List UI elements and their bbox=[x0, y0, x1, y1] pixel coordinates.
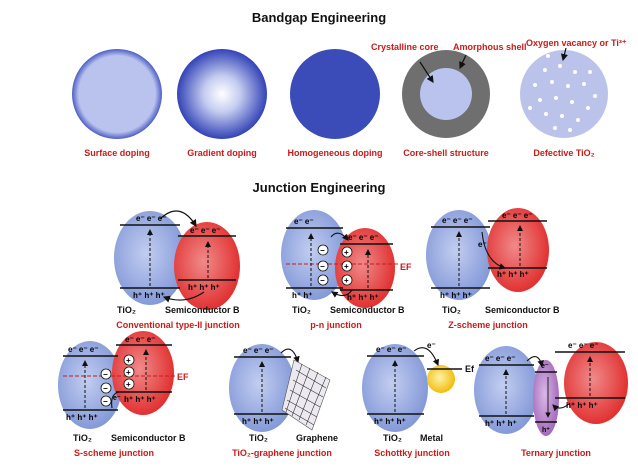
svg-text:e⁻ e⁻ e⁻: e⁻ e⁻ e⁻ bbox=[442, 216, 472, 225]
tio2-graphene-label: TiO₂-graphene junction bbox=[232, 448, 332, 458]
junction-title: Junction Engineering bbox=[252, 180, 386, 195]
s-fermi-label: EF bbox=[177, 372, 189, 382]
svg-text:h⁺ h⁺ h⁺: h⁺ h⁺ h⁺ bbox=[242, 417, 274, 426]
oxygen-vacancy-callout: Oxygen vacancy or Ti³⁺ bbox=[526, 38, 627, 48]
gradient-doping-label: Gradient doping bbox=[187, 148, 257, 158]
svg-text:e⁻: e⁻ bbox=[113, 395, 121, 402]
type-ii-label: Conventional type-II junction bbox=[116, 320, 240, 330]
crystalline-core-callout: Crystalline core bbox=[371, 42, 439, 52]
defective-tio2-circle bbox=[520, 47, 608, 138]
graphene-sheet-icon bbox=[281, 359, 331, 431]
ternary-label: Ternary junction bbox=[521, 448, 591, 458]
svg-text:e⁻: e⁻ bbox=[541, 363, 549, 370]
surface-doping-label: Surface doping bbox=[84, 148, 150, 158]
schottky-right-label: Metal bbox=[420, 433, 444, 443]
svg-text:h⁺ h⁺ h⁺: h⁺ h⁺ h⁺ bbox=[188, 283, 220, 292]
schottky-junction: e⁻ e⁻ e⁻ e⁻ h⁺ h⁺ h⁺ bbox=[362, 341, 462, 432]
type-ii-left-label: TiO₂ bbox=[117, 305, 136, 315]
schottky-fermi-label: Ef bbox=[465, 364, 474, 374]
svg-text:h⁺ h⁺ h⁺: h⁺ h⁺ h⁺ bbox=[440, 291, 472, 300]
svg-text:−: − bbox=[320, 276, 325, 285]
svg-text:h⁺ h⁺ h⁺: h⁺ h⁺ h⁺ bbox=[133, 291, 165, 300]
svg-text:h⁺ h⁺ h⁺: h⁺ h⁺ h⁺ bbox=[66, 413, 98, 422]
svg-text:h⁺ h⁺ h⁺: h⁺ h⁺ h⁺ bbox=[566, 401, 598, 410]
schottky-label: Schottky junction bbox=[374, 448, 450, 458]
pn-label: p-n junction bbox=[310, 320, 362, 330]
svg-text:h⁺ h⁺ h⁺: h⁺ h⁺ h⁺ bbox=[485, 419, 517, 428]
schottky-left-label: TiO₂ bbox=[383, 433, 402, 443]
tio2-graphene-junction: e⁻ e⁻ e⁻ h⁺ h⁺ h⁺ bbox=[229, 344, 331, 432]
gradient-doping-circle bbox=[177, 49, 267, 139]
svg-text:e⁻ e⁻ e⁻: e⁻ e⁻ e⁻ bbox=[190, 226, 220, 235]
svg-text:h⁺ h⁺: h⁺ h⁺ bbox=[292, 291, 312, 300]
z-scheme-junction: e⁻ e⁻ e⁻ e⁻ e⁻ e⁻ e⁻ h⁺ h⁺ h⁺ h⁺ h⁺ h⁺ bbox=[426, 208, 549, 300]
svg-text:e⁻ e⁻ e⁻: e⁻ e⁻ e⁻ bbox=[568, 341, 598, 350]
core-shell-circle bbox=[402, 50, 490, 138]
graphene-left-label: TiO₂ bbox=[249, 433, 268, 443]
svg-text:+: + bbox=[126, 368, 131, 377]
type-ii-right-label: Semiconductor B bbox=[165, 305, 240, 315]
amorphous-shell-callout: Amorphous shell bbox=[453, 42, 527, 52]
svg-text:−: − bbox=[320, 246, 325, 255]
svg-text:e⁻ e⁻ e⁻: e⁻ e⁻ e⁻ bbox=[502, 211, 532, 220]
svg-text:−: − bbox=[320, 262, 325, 271]
homogeneous-doping-label: Homogeneous doping bbox=[287, 148, 383, 158]
pn-junction: − − − + + + e⁻ e⁻ e⁻ e⁻ e⁻ h⁺ h⁺ h⁺ h⁺ h⁺ bbox=[281, 210, 398, 308]
surface-doping-circle bbox=[72, 49, 162, 139]
s-left-label: TiO₂ bbox=[73, 433, 92, 443]
svg-text:−: − bbox=[103, 384, 108, 393]
svg-text:e⁻ e⁻: e⁻ e⁻ bbox=[294, 217, 314, 226]
svg-text:−: − bbox=[103, 370, 108, 379]
ternary-junction: e⁻ e⁻ e⁻ e⁻ e⁻ e⁻ e⁻ h⁺ h⁺ h⁺ h⁺ h⁺ h⁺ h… bbox=[474, 341, 628, 436]
svg-text:h⁺ h⁺ h⁺: h⁺ h⁺ h⁺ bbox=[347, 293, 379, 302]
svg-text:+: + bbox=[344, 248, 349, 257]
svg-text:+: + bbox=[126, 380, 131, 389]
graphene-right-label: Graphene bbox=[296, 433, 339, 443]
svg-text:e⁻ e⁻ e⁻: e⁻ e⁻ e⁻ bbox=[485, 354, 515, 363]
svg-text:e⁻: e⁻ bbox=[478, 240, 487, 249]
svg-text:e⁻: e⁻ bbox=[427, 341, 436, 350]
svg-text:+: + bbox=[344, 262, 349, 271]
svg-text:e⁻ e⁻ e⁻: e⁻ e⁻ e⁻ bbox=[68, 345, 98, 354]
svg-text:−: − bbox=[103, 397, 108, 406]
pn-right-label: Semiconductor B bbox=[330, 305, 405, 315]
s-right-label: Semiconductor B bbox=[111, 433, 186, 443]
s-scheme-label: S-scheme junction bbox=[73, 448, 155, 458]
bandgap-title: Bandgap Engineering bbox=[251, 10, 387, 25]
pn-fermi-label: EF bbox=[400, 262, 412, 272]
svg-text:+: + bbox=[126, 356, 131, 365]
z-scheme-label: Z-scheme junction bbox=[448, 320, 528, 330]
svg-text:h⁺ h⁺ h⁺: h⁺ h⁺ h⁺ bbox=[124, 395, 156, 404]
svg-text:h⁺ h⁺ h⁺: h⁺ h⁺ h⁺ bbox=[497, 270, 529, 279]
defective-tio2-label: Defective TiO₂ bbox=[533, 148, 595, 158]
svg-text:h⁺ h⁺ h⁺: h⁺ h⁺ h⁺ bbox=[374, 417, 406, 426]
type-ii-junction: e⁻ e⁻ e⁻ e⁻ e⁻ e⁻ h⁺ h⁺ h⁺ h⁺ h⁺ h⁺ bbox=[114, 210, 240, 310]
svg-text:e⁻ e⁻ e⁻: e⁻ e⁻ e⁻ bbox=[125, 335, 155, 344]
z-right-label: Semiconductor B bbox=[485, 305, 560, 315]
svg-text:e⁻ e⁻ e⁻: e⁻ e⁻ e⁻ bbox=[376, 345, 406, 354]
core-shell-label: Core-shell structure bbox=[403, 148, 489, 158]
svg-text:e⁻ e⁻ e⁻: e⁻ e⁻ e⁻ bbox=[136, 214, 166, 223]
homogeneous-doping-circle bbox=[290, 49, 380, 139]
z-left-label: TiO₂ bbox=[442, 305, 461, 315]
pn-left-label: TiO₂ bbox=[292, 305, 311, 315]
svg-text:e⁻ e⁻ e⁻: e⁻ e⁻ e⁻ bbox=[348, 233, 378, 242]
svg-text:e⁻ e⁻ e⁻: e⁻ e⁻ e⁻ bbox=[243, 346, 273, 355]
s-scheme-junction: − − − + + + e⁻ e⁻ e⁻ e⁻ e⁻ e⁻ e⁻ h⁺ h⁺ h⁺ h⁺… bbox=[58, 331, 176, 429]
svg-text:+: + bbox=[344, 276, 349, 285]
svg-text:h⁺: h⁺ bbox=[542, 427, 550, 434]
